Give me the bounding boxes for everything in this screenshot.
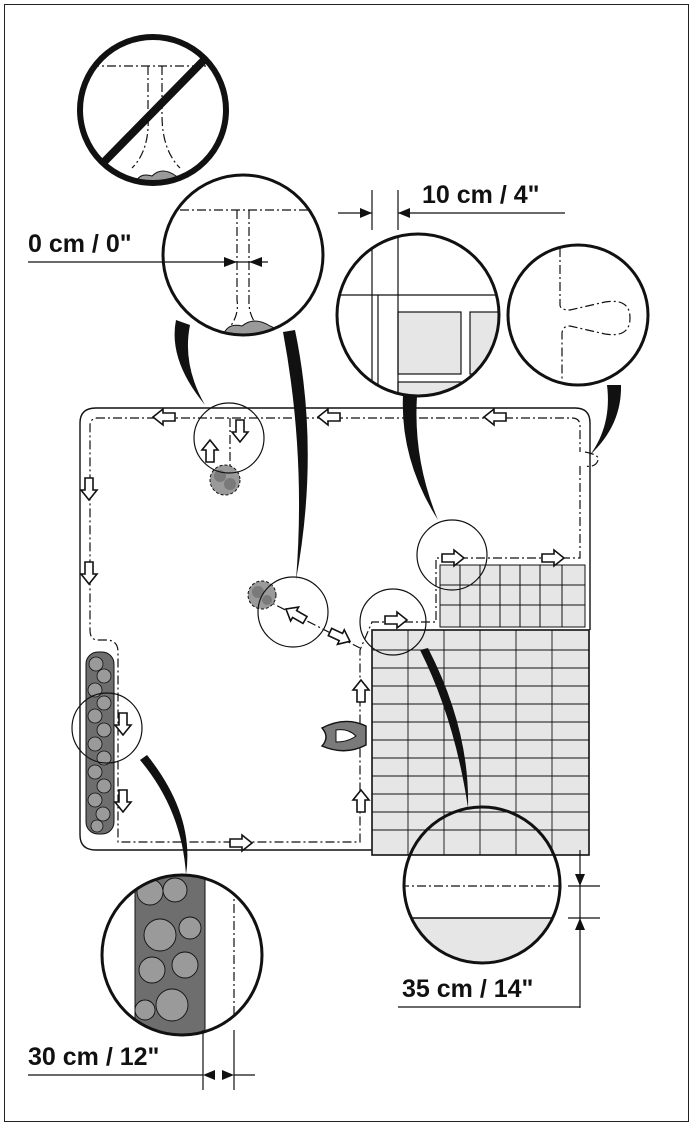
callout-tails [140,320,622,875]
prohibited-icon [77,34,229,186]
detail-10cm [335,190,565,398]
diagram-frame [4,4,689,1122]
terrace-paving [371,629,590,856]
hedge-bushes [85,651,115,835]
label-30cm: 30 cm / 12" [28,1043,159,1071]
detail-30cm [28,873,264,1090]
callout-markers [71,402,488,764]
label-10cm: 10 cm / 4" [422,181,539,209]
label-35cm: 35 cm / 14" [402,975,533,1003]
robotic-mower-icon [320,720,367,752]
paving-small [439,564,586,628]
lawn-outline [79,407,591,851]
label-0cm: 0 cm / 0" [28,230,132,258]
detail-wire-loop [506,243,650,387]
detail-0cm [161,173,325,337]
